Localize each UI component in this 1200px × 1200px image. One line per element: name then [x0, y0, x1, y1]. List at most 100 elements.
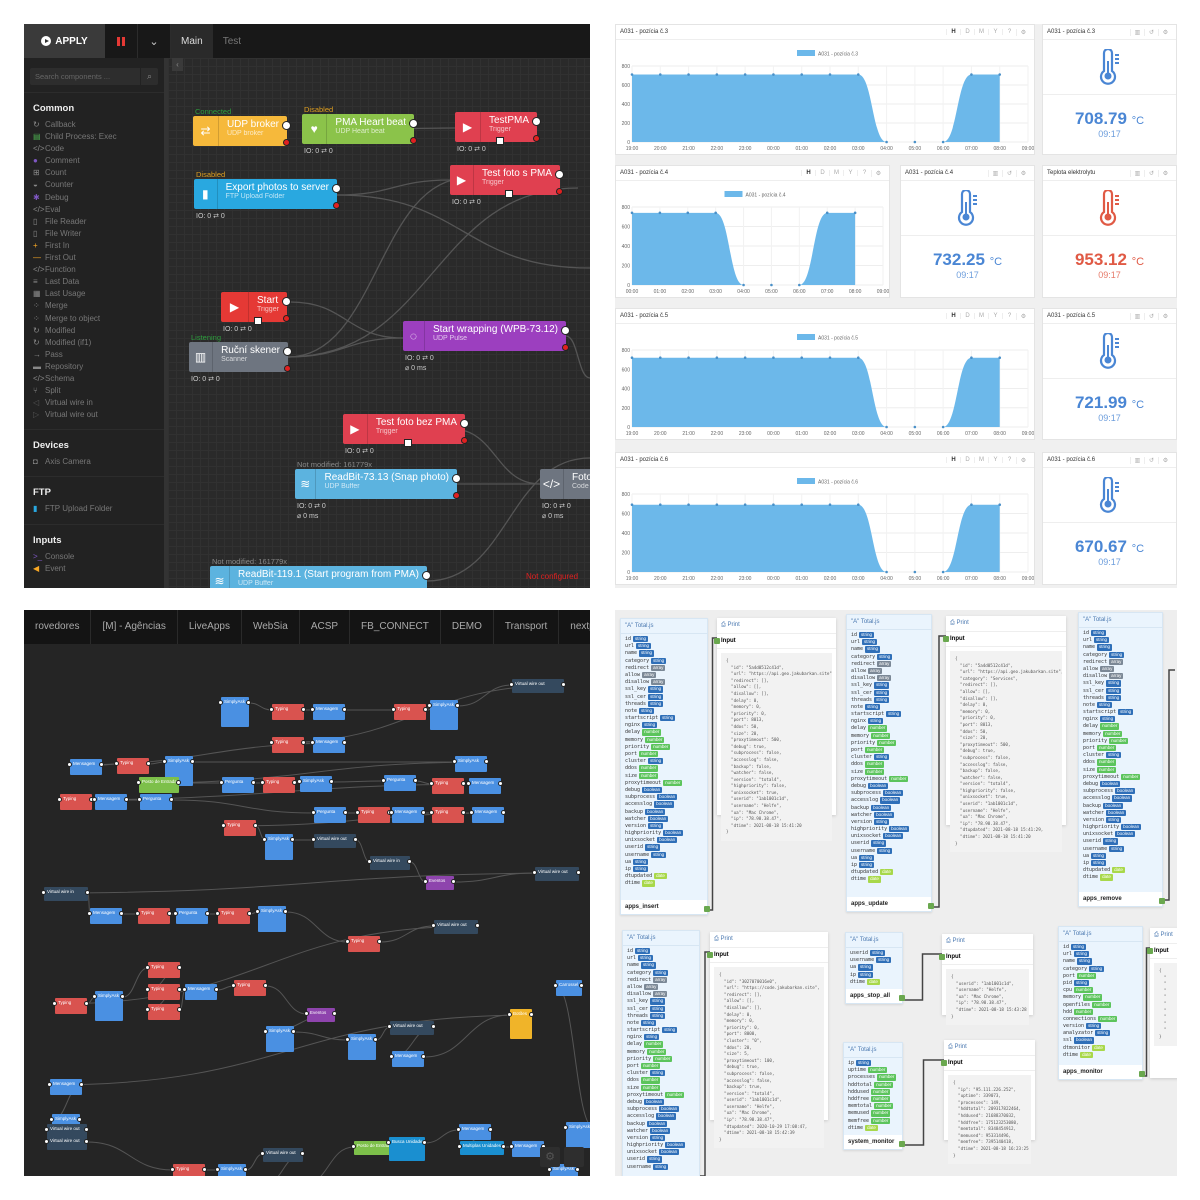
- flow-node-ask[interactable]: Pergunta: [222, 777, 254, 793]
- flow-node-button[interactable]: Botões: [510, 1009, 532, 1039]
- flow-tab--m-ag-ncias[interactable]: [M] - Agências: [91, 610, 178, 644]
- undo-icon[interactable]: ↺: [1144, 456, 1158, 464]
- input-port[interactable]: [457, 1144, 462, 1149]
- output-port[interactable]: [377, 939, 382, 944]
- flow-node-msg[interactable]: Mensagem: [313, 737, 345, 753]
- flow-node-msg[interactable]: Mensagem: [313, 704, 345, 720]
- flow-node-typing[interactable]: Typing: [148, 984, 180, 1000]
- input-port[interactable]: [262, 837, 267, 842]
- range-h-button[interactable]: H: [946, 29, 960, 35]
- sidebar-item-schema[interactable]: </>Schema: [24, 373, 164, 385]
- flow-node-msg[interactable]: Mensagem: [392, 1051, 424, 1067]
- help-icon[interactable]: ?: [1002, 457, 1016, 463]
- trash-icon[interactable]: ▥: [1130, 28, 1144, 36]
- undo-icon[interactable]: ↺: [1144, 312, 1158, 320]
- tab-main[interactable]: Main: [171, 24, 213, 58]
- sidebar-item-ftp-upload-folder[interactable]: ▮FTP Upload Folder: [24, 503, 164, 515]
- undo-icon[interactable]: ↺: [1144, 28, 1158, 36]
- sidebar-item-code[interactable]: </>Code: [24, 143, 164, 155]
- flow-node-msg[interactable]: Mensagem: [70, 759, 102, 775]
- flow-node-typing[interactable]: Typing: [234, 980, 266, 996]
- flow-node-event[interactable]: Eventos: [426, 876, 454, 890]
- error-port[interactable]: [333, 202, 340, 209]
- input-port[interactable]: [310, 740, 315, 745]
- sidebar-item-eval[interactable]: </>Eval: [24, 204, 164, 216]
- output-port[interactable]: [342, 740, 347, 745]
- flow-node-wire[interactable]: Virtual wire out: [512, 679, 564, 693]
- sidebar-item-last-usage[interactable]: ▦Last Usage: [24, 288, 164, 300]
- undo-icon[interactable]: ↺: [1002, 169, 1016, 177]
- output-port[interactable]: [529, 1012, 534, 1017]
- sidebar-item-split[interactable]: ⑂Split: [24, 385, 164, 397]
- node-start-wrapping-wpb-73-12-[interactable]: ◌Start wrapping (WPB-73.12)UDP Pulse: [403, 321, 566, 351]
- trash-icon[interactable]: ▥: [1130, 456, 1144, 464]
- output-port[interactable]: [176, 780, 181, 785]
- node-readbit-73-13-snap-photo-[interactable]: ≋ReadBit-73.13 (Snap photo)UDP Buffer: [295, 469, 457, 499]
- error-port[interactable]: [533, 135, 540, 142]
- flow-node-ask[interactable]: Pergunta: [314, 807, 346, 823]
- flow-tab-websia[interactable]: WebSia: [242, 610, 300, 644]
- flow-node-ask[interactable]: SimplyAsk: [266, 1026, 294, 1052]
- flow-node-wire[interactable]: Virtual wire in: [370, 856, 410, 870]
- output-port[interactable]: [329, 779, 334, 784]
- output-port[interactable]: [343, 810, 348, 815]
- node-readbit-119-1-start-program-from-pma-[interactable]: ≋ReadBit-119.1 (Start program from PMA)U…: [210, 566, 427, 588]
- input-port[interactable]: [389, 1054, 394, 1059]
- output-port[interactable]: [246, 700, 251, 705]
- output-port[interactable]: [301, 740, 306, 745]
- output-port[interactable]: [120, 994, 125, 999]
- output-port[interactable]: [899, 1141, 905, 1147]
- output-port[interactable]: [409, 119, 418, 128]
- flow-node-typing[interactable]: Typing: [148, 962, 180, 978]
- input-port[interactable]: [452, 759, 457, 764]
- flow-node-typing[interactable]: Typing: [218, 908, 250, 924]
- output-port[interactable]: [247, 911, 252, 916]
- flow-tab-acsp[interactable]: ACSP: [300, 610, 351, 644]
- input-port[interactable]: [260, 1151, 265, 1156]
- output-port[interactable]: [282, 121, 291, 130]
- error-port[interactable]: [453, 492, 460, 499]
- input-port[interactable]: [297, 779, 302, 784]
- input-port[interactable]: [1147, 948, 1153, 954]
- input-port[interactable]: [182, 987, 187, 992]
- output-port[interactable]: [421, 810, 426, 815]
- flow-node-msg[interactable]: Mensagem: [185, 984, 217, 1000]
- flow-node-ask[interactable]: SimplyAsk: [550, 1164, 578, 1176]
- input-port[interactable]: [145, 965, 150, 970]
- output-port[interactable]: [243, 1167, 248, 1172]
- output-port[interactable]: [283, 347, 292, 356]
- output-port[interactable]: [899, 995, 905, 1001]
- range-y-button[interactable]: Y: [988, 457, 1002, 463]
- sidebar-item-modified[interactable]: ↻Modified: [24, 325, 164, 337]
- output-port[interactable]: [290, 837, 295, 842]
- flow-tab-demo[interactable]: DEMO: [441, 610, 494, 644]
- help-icon[interactable]: ?: [1002, 313, 1016, 319]
- input-port[interactable]: [469, 810, 474, 815]
- output-port[interactable]: [99, 762, 104, 767]
- flow-node-typing[interactable]: Typing: [173, 1164, 205, 1176]
- flow-node-entry[interactable]: Posto de Entrada: [139, 777, 179, 793]
- output-port[interactable]: [451, 879, 456, 884]
- input-port[interactable]: [114, 761, 119, 766]
- error-port[interactable]: [562, 344, 569, 351]
- range-m-button[interactable]: M: [974, 457, 988, 463]
- flow-node-wire[interactable]: Virtual wire out: [47, 1124, 87, 1138]
- flow-node-event[interactable]: Eventos: [307, 1008, 335, 1022]
- input-port[interactable]: [47, 1082, 52, 1087]
- flow-tab-rovedores[interactable]: rovedores: [24, 610, 92, 644]
- error-port[interactable]: [283, 139, 290, 146]
- input-port[interactable]: [351, 1144, 356, 1149]
- input-port[interactable]: [92, 994, 97, 999]
- flow-node-ask[interactable]: Pergunta: [384, 775, 416, 791]
- flow-node-typing[interactable]: Typing: [272, 737, 304, 753]
- sidebar-item-function[interactable]: </>Function: [24, 264, 164, 276]
- output-port[interactable]: [501, 1144, 506, 1149]
